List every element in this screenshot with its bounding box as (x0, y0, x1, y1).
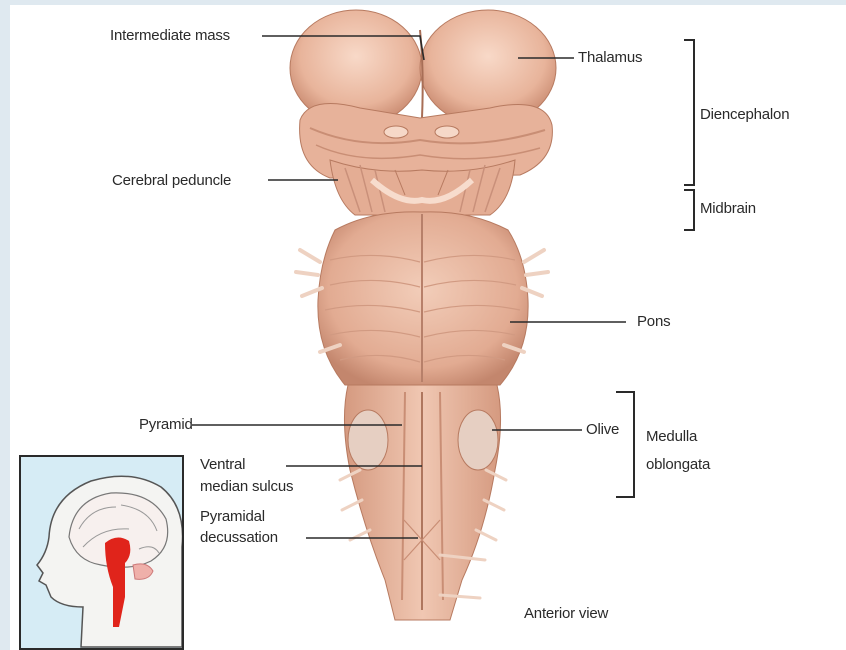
label-pyramidal-line1: Pyramidal (200, 508, 265, 525)
label-medulla-line1: Medulla (646, 428, 697, 445)
label-diencephalon: Diencephalon (700, 106, 789, 123)
label-ventral-line2: median sulcus (200, 478, 293, 495)
label-pyramid: Pyramid (139, 416, 193, 433)
orientation-inset (19, 455, 184, 650)
label-olive: Olive (586, 421, 619, 438)
label-intermediate-mass: Intermediate mass (110, 27, 230, 44)
bracket-medulla (616, 392, 634, 497)
medulla-shape (340, 385, 506, 620)
head-silhouette (21, 457, 182, 648)
label-ventral-line1: Ventral (200, 456, 245, 473)
pons-shape (296, 212, 548, 385)
label-thalamus: Thalamus (578, 49, 642, 66)
label-medulla-line2: oblongata (646, 456, 710, 473)
bracket-diencephalon (684, 40, 694, 185)
label-cerebral-peduncle: Cerebral peduncle (112, 172, 231, 189)
label-pyramidal-line2: decussation (200, 529, 278, 546)
bracket-midbrain (684, 190, 694, 230)
label-pons: Pons (637, 313, 670, 330)
label-midbrain: Midbrain (700, 200, 756, 217)
label-anterior-view: Anterior view (524, 605, 608, 622)
